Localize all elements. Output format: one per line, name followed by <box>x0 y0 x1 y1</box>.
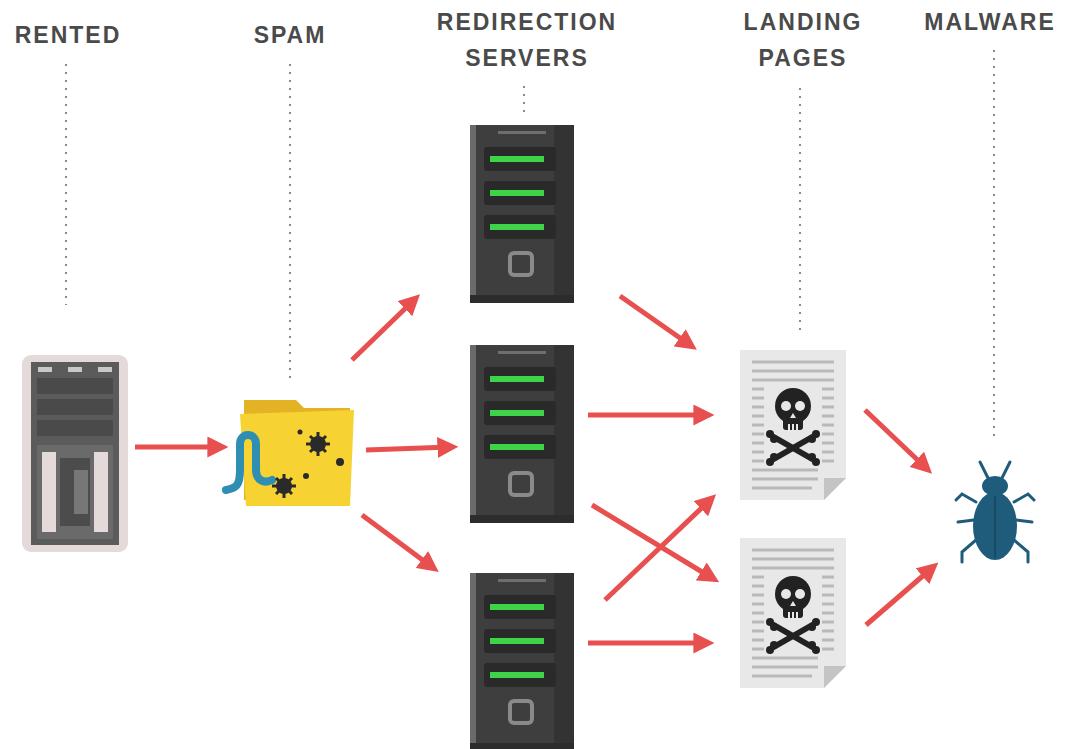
column-heading: REDIRECTION SERVERS <box>416 4 638 76</box>
column-heading: LANDING PAGES <box>717 4 889 76</box>
spam-folder <box>226 400 354 506</box>
column-heading: SPAM <box>215 17 365 53</box>
column-heading: RENTED <box>0 17 153 53</box>
landing-pages <box>740 350 846 688</box>
rented-computer <box>22 355 128 552</box>
flow-arrows <box>135 296 932 643</box>
redirection-servers <box>470 125 574 749</box>
malware-bug <box>956 462 1034 562</box>
column-heading: MALWARE <box>915 4 1065 40</box>
